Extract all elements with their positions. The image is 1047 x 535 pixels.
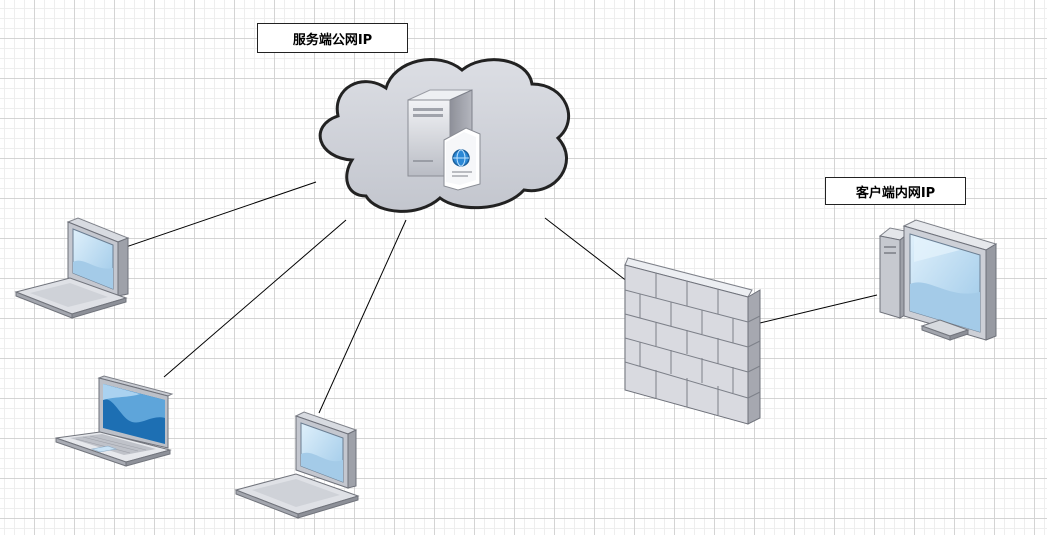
server-public-ip-label: 服务端公网IP	[257, 23, 408, 53]
connector-firewall-desktop	[759, 294, 878, 324]
connector-cloud-laptop-2	[163, 219, 347, 378]
laptop-icon[interactable]	[55, 375, 174, 467]
firewall-icon[interactable]	[624, 257, 761, 425]
laptop-icon[interactable]	[234, 411, 360, 519]
desktop-computer-icon[interactable]	[878, 219, 998, 341]
client-private-ip-label: 客户端内网IP	[825, 177, 966, 205]
cloud-server-icon[interactable]	[318, 58, 570, 213]
connector-cloud-firewall	[544, 217, 629, 283]
connector-cloud-laptop-3	[318, 219, 407, 414]
certificate-icon	[443, 127, 481, 191]
laptop-icon[interactable]	[14, 217, 130, 319]
connector-lines	[125, 181, 878, 414]
connector-cloud-laptop-1	[125, 181, 317, 248]
